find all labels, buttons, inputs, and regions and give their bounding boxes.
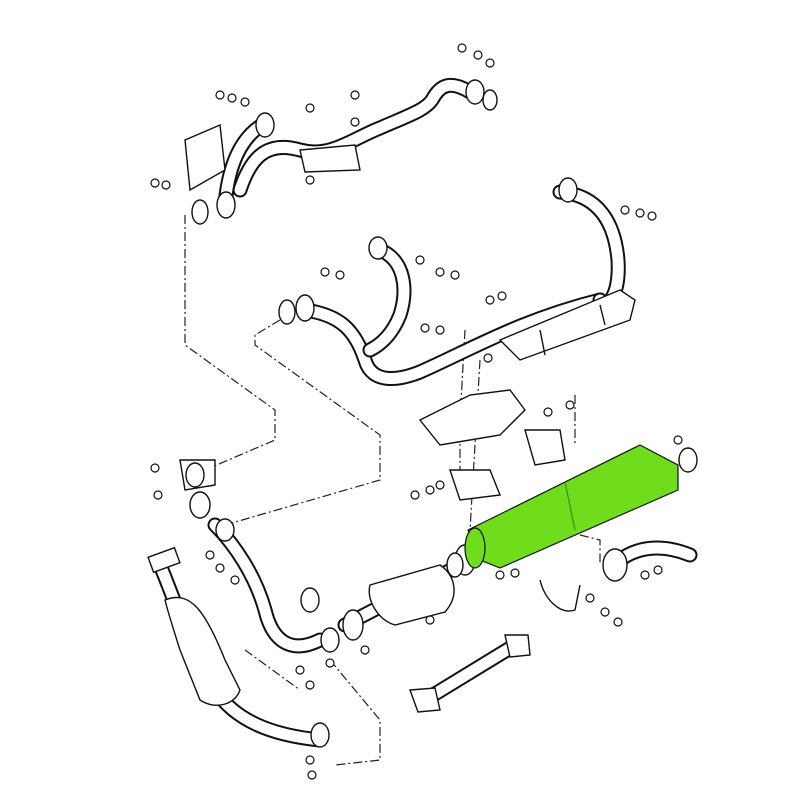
intermediate-pipe: [297, 184, 626, 386]
tail-pipe: [602, 540, 698, 582]
fasteners: [150, 43, 683, 780]
gaskets: [185, 79, 698, 748]
down-pipe: [207, 517, 328, 654]
connecting-pipe: [409, 634, 531, 713]
heat-shield: [498, 289, 636, 361]
mounting-brackets: [179, 123, 581, 612]
front-catalytic-converter: [147, 546, 328, 748]
assembly-guide-lines: [184, 215, 601, 766]
rear-muffler-highlighted[interactable]: [464, 444, 679, 569]
